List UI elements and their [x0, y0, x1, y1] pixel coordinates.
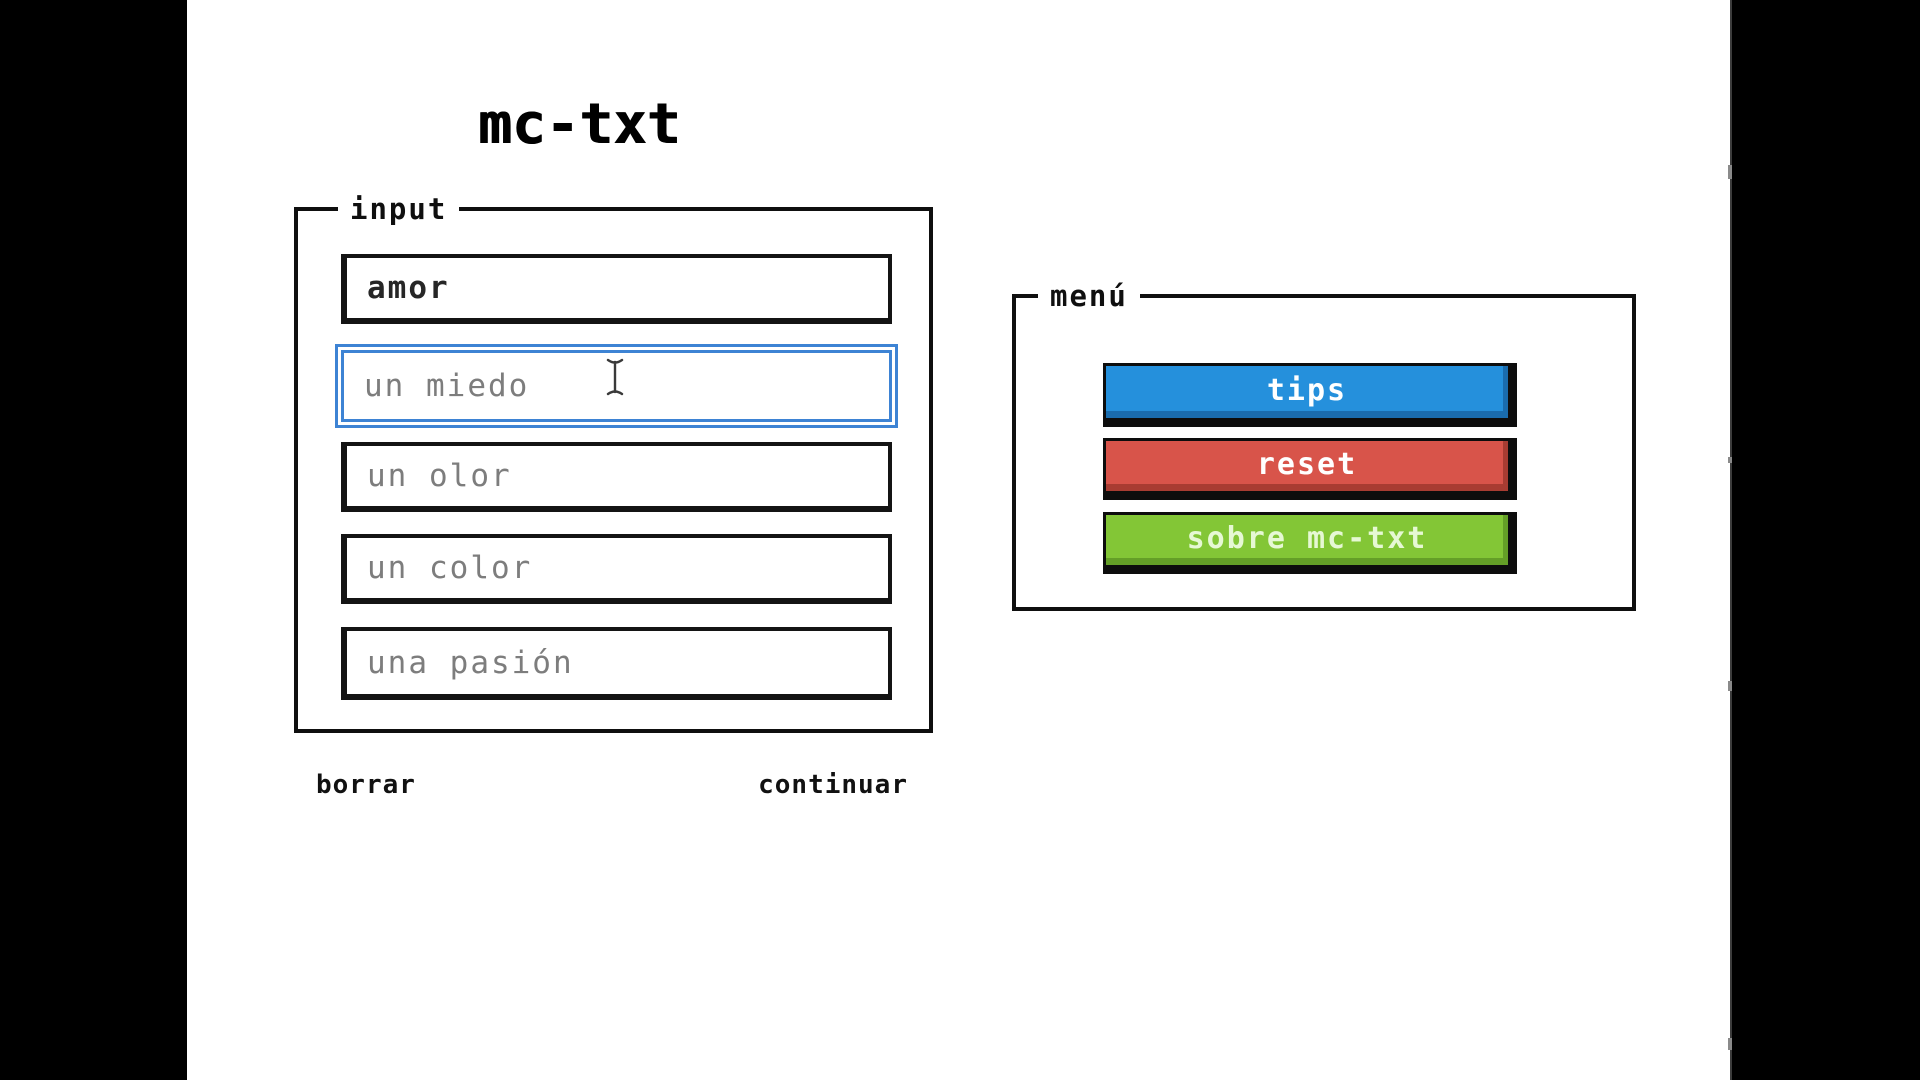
menu-panel-legend: menú: [1038, 280, 1140, 312]
input-panel: input: [294, 193, 933, 733]
input-field-3[interactable]: [341, 442, 892, 512]
video-scrollbar-tick: [1728, 457, 1732, 463]
sobre-mc-txt-button[interactable]: sobre mc-txt: [1103, 512, 1517, 574]
borrar-button[interactable]: borrar: [316, 770, 416, 800]
video-scrollbar-tick: [1728, 1038, 1732, 1050]
input-field-2-focused[interactable]: [335, 344, 898, 428]
input-field-1[interactable]: [341, 254, 892, 324]
input-panel-legend: input: [338, 193, 460, 225]
continuar-button[interactable]: continuar: [758, 770, 908, 800]
input-field-4[interactable]: [341, 534, 892, 604]
reset-button[interactable]: reset: [1103, 438, 1517, 500]
video-scrollbar-tick: [1728, 165, 1732, 179]
tips-button[interactable]: tips: [1103, 363, 1517, 427]
input-field-5[interactable]: [341, 627, 892, 700]
video-scrollbar-tick: [1728, 681, 1732, 691]
page-title: mc-txt: [478, 92, 681, 157]
letterbox-left: [0, 0, 187, 1080]
menu-panel: menú: [1012, 280, 1636, 611]
letterbox-right: [1730, 0, 1920, 1080]
